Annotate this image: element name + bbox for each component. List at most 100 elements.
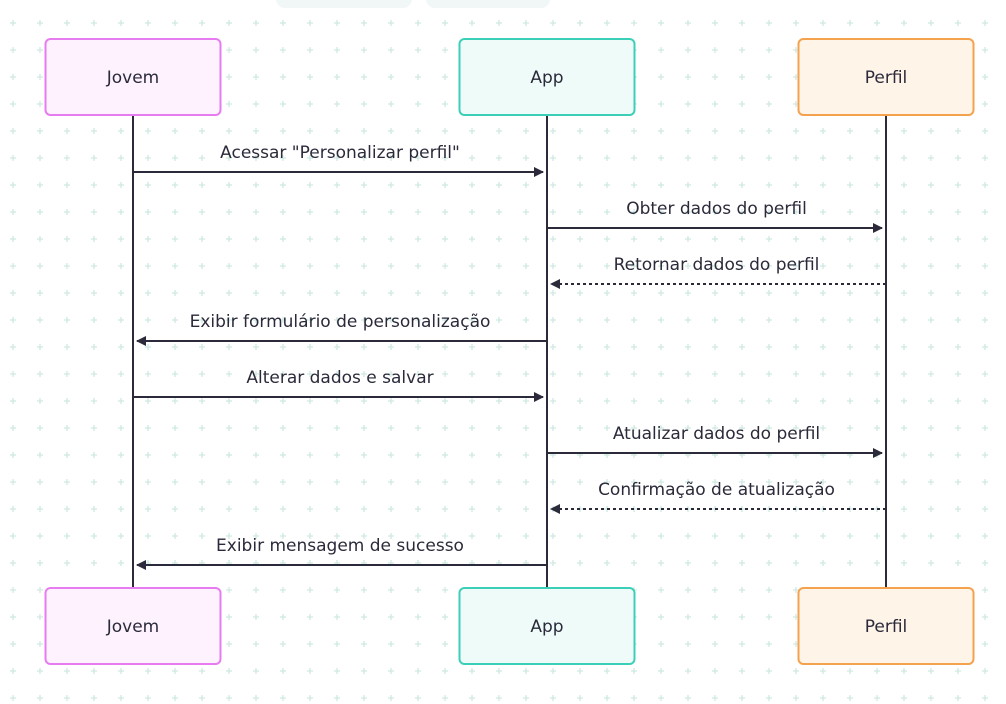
grid-plus	[91, 236, 97, 242]
grid-plus	[10, 236, 16, 242]
message-label: Atualizar dados do perfil	[613, 424, 820, 444]
grid-plus	[334, 479, 340, 485]
grid-plus	[253, 479, 259, 485]
grid-plus	[820, 290, 826, 296]
grid-plus	[550, 479, 556, 485]
grid-plus	[388, 695, 394, 701]
grid-plus	[523, 236, 529, 242]
grid-plus	[739, 398, 745, 404]
grid-plus	[388, 344, 394, 350]
grid-plus	[469, 128, 475, 134]
grid-plus	[658, 614, 664, 620]
grid-plus	[658, 155, 664, 161]
grid-plus	[955, 155, 961, 161]
grid-plus	[901, 317, 907, 323]
grid-plus	[496, 344, 502, 350]
grid-plus	[982, 371, 988, 377]
grid-plus	[388, 74, 394, 80]
grid-plus	[658, 236, 664, 242]
grid-plus	[685, 182, 691, 188]
grid-plus	[847, 560, 853, 566]
grid-plus	[118, 695, 124, 701]
grid-plus	[91, 506, 97, 512]
grid-plus	[712, 209, 718, 215]
grid-plus	[145, 479, 151, 485]
grid-plus	[10, 452, 16, 458]
grid-plus	[91, 560, 97, 566]
grid-plus	[901, 182, 907, 188]
grid-plus	[739, 290, 745, 296]
grid-plus	[523, 128, 529, 134]
grid-plus	[550, 20, 556, 26]
grid-plus	[901, 668, 907, 674]
grid-plus	[145, 344, 151, 350]
grid-plus	[955, 128, 961, 134]
grid-plus	[415, 182, 421, 188]
grid-plus	[280, 290, 286, 296]
grid-plus	[847, 398, 853, 404]
grid-plus	[172, 128, 178, 134]
grid-plus	[550, 263, 556, 269]
grid-plus	[982, 182, 988, 188]
grid-plus	[307, 614, 313, 620]
grid-plus	[334, 371, 340, 377]
grid-plus	[793, 236, 799, 242]
grid-plus	[253, 20, 259, 26]
grid-plus	[280, 641, 286, 647]
grid-plus	[145, 209, 151, 215]
grid-plus	[307, 209, 313, 215]
grid-plus	[982, 344, 988, 350]
grid-plus	[739, 560, 745, 566]
grid-plus	[415, 263, 421, 269]
grid-plus	[253, 506, 259, 512]
grid-plus	[172, 371, 178, 377]
grid-plus	[469, 398, 475, 404]
grid-plus	[685, 425, 691, 431]
grid-plus	[226, 398, 232, 404]
grid-plus	[37, 263, 43, 269]
grid-plus	[793, 533, 799, 539]
grid-plus	[685, 209, 691, 215]
grid-plus	[685, 587, 691, 593]
grid-plus	[145, 155, 151, 161]
grid-plus	[415, 452, 421, 458]
grid-plus	[361, 101, 367, 107]
grid-plus	[37, 290, 43, 296]
grid-plus	[685, 344, 691, 350]
grid-plus	[415, 614, 421, 620]
grid-plus	[928, 425, 934, 431]
grid-plus	[361, 155, 367, 161]
grid-plus	[496, 317, 502, 323]
grid-plus	[550, 128, 556, 134]
grid-plus	[982, 695, 988, 701]
grid-plus	[334, 587, 340, 593]
grid-plus	[928, 20, 934, 26]
grid-plus	[766, 74, 772, 80]
message-label: Acessar "Personalizar perfil"	[220, 143, 460, 163]
grid-plus	[712, 263, 718, 269]
grid-plus	[307, 155, 313, 161]
grid-plus	[145, 290, 151, 296]
grid-plus	[793, 587, 799, 593]
grid-plus	[118, 263, 124, 269]
grid-plus	[280, 182, 286, 188]
grid-plus	[37, 47, 43, 53]
grid-plus	[496, 452, 502, 458]
grid-plus	[442, 344, 448, 350]
grid-plus	[280, 506, 286, 512]
grid-plus	[253, 398, 259, 404]
grid-plus	[64, 209, 70, 215]
grid-plus	[388, 452, 394, 458]
grid-plus	[685, 263, 691, 269]
grid-plus	[253, 425, 259, 431]
grid-plus	[982, 668, 988, 674]
grid-plus	[334, 155, 340, 161]
grid-plus	[145, 236, 151, 242]
grid-plus	[118, 506, 124, 512]
grid-plus	[793, 668, 799, 674]
grid-plus	[631, 479, 637, 485]
grid-plus	[145, 182, 151, 188]
grid-plus	[766, 155, 772, 161]
grid-plus	[604, 182, 610, 188]
grid-plus	[10, 209, 16, 215]
